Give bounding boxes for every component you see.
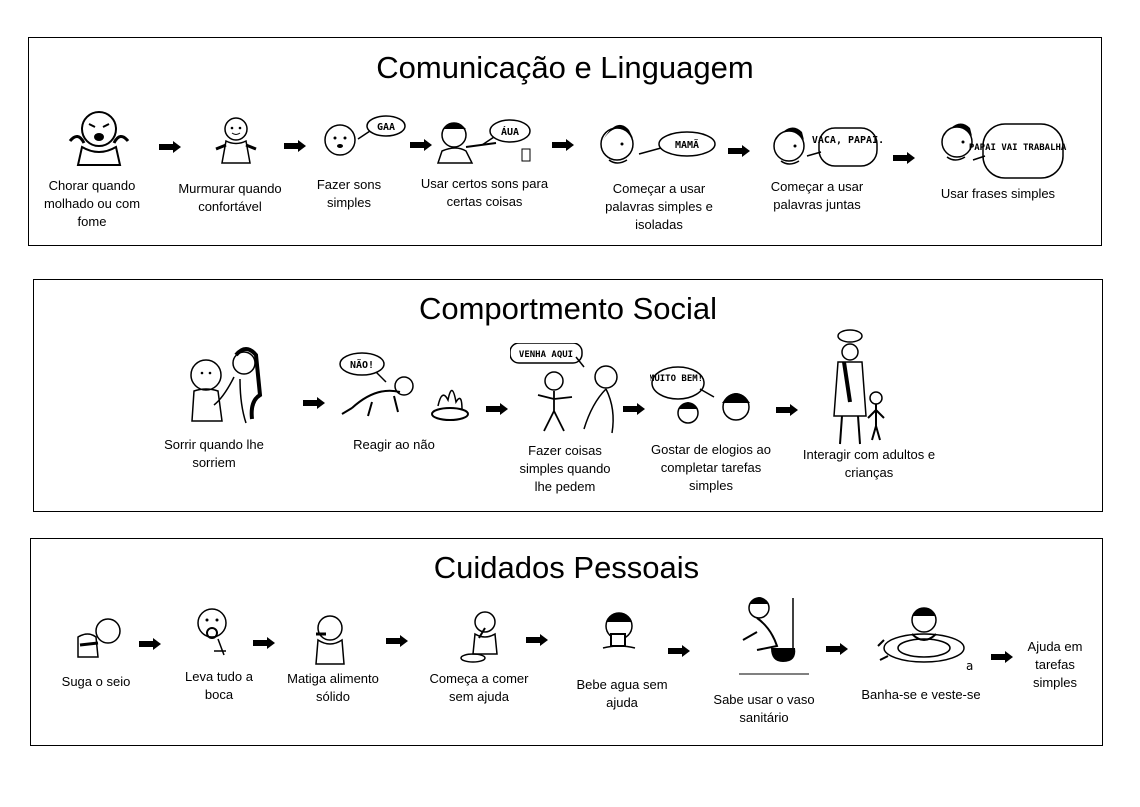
next-step-arrow [486,403,508,415]
speech-bubble-text: VENHA AQUI [519,350,573,360]
self-feeding-icon [460,611,498,663]
next-step-arrow [826,643,848,655]
speech-bubble-text: MUITO BEM! [650,374,703,384]
step-label: Sorrir quando lhe sorriem [164,437,264,470]
step-label: Começar a usar palavras simples e isolad… [605,181,713,232]
section-title: Cuidados Pessoais [433,550,700,585]
next-step-arrow [284,140,306,152]
step-label: Chorar quando molhado ou com fome [43,178,141,229]
step-label: Fazer coisas simples quando lhe pedem [519,443,611,494]
step-label: Fazer sons simples [316,177,382,210]
next-step-arrow [303,397,325,409]
child-asking-water-icon: ÁUA [436,119,531,164]
section-personal-care: Cuidados Pessoais [30,538,1103,746]
step-label: Começar a usar palavras juntas [770,179,864,212]
step-label: Murmurar quando confortável [178,181,282,214]
praised-child-icon: MUITO BEM! [650,366,750,424]
child-sentence-icon: PAPAI VAI TRABALHAR. [941,123,1067,179]
potty-icon [739,597,809,675]
bathing-child-icon: a [877,607,973,673]
adult-and-child-icon [833,329,885,445]
step-label: Bebe agua sem ajuda [576,677,668,710]
contented-baby-icon [215,117,257,164]
step-label: Leva tudo a boca [185,669,253,702]
speech-bubble-text: NÃO! [350,358,374,371]
section-social: Comportmento Social [33,279,1103,512]
mother-and-baby-icon [190,347,263,424]
next-step-arrow [410,139,432,151]
chewing-child-icon [315,615,345,665]
next-step-arrow [668,645,690,657]
speech-bubble-text: MAMÃ [675,138,699,151]
speech-bubble-text: PAPAI VAI TRABALHAR. [969,143,1067,153]
step-label: Reagir ao não [353,437,435,452]
next-step-arrow [728,145,750,157]
next-step-arrow [139,638,161,650]
section-title: Comunicação e Linguagem [376,50,754,85]
next-step-arrow [159,141,181,153]
step-label: Usar frases simples [940,186,1056,201]
babbling-baby-icon: GAA [324,115,406,156]
crawling-baby-fire-icon: NÃO! [339,352,469,421]
step-label: Começa a comer sem ajuda [429,671,529,704]
next-step-arrow [893,152,915,164]
step-label: Sabe usar o vaso sanitário [713,692,815,725]
step-label: Interagir com adultos e crianças [802,447,936,480]
step-label: Ajuda em tarefas simples [1027,639,1083,690]
speech-bubble-text: VACA, PAPAI. [812,135,882,146]
section-communication: Comunicação e Linguagem [28,37,1102,246]
section-title: Comportmento Social [418,291,718,326]
child-word-pair-icon: VACA, PAPAI. [773,127,882,167]
next-step-arrow [526,634,548,646]
next-step-arrow [386,635,408,647]
step-label: Usar certos sons para certas coisas [420,176,549,209]
next-step-arrow [253,637,275,649]
speech-bubble-text: GAA [377,122,395,133]
next-step-arrow [623,403,645,415]
child-called-by-parent-icon: VENHA AQUI [510,343,618,434]
step-label: Matiga alimento sólido [287,671,379,704]
svg-text:a: a [966,659,973,673]
child-saying-mama-icon: MAMÃ [600,124,716,164]
mouthing-toy-icon [197,608,227,656]
drinking-cup-icon [602,612,636,649]
next-step-arrow [552,139,574,151]
step-label: Banha-se e veste-se [861,687,981,702]
next-step-arrow [776,404,798,416]
speech-bubble-text: ÁUA [501,125,519,138]
step-label: Gostar de elogios ao completar tarefas s… [651,442,771,493]
breastfeeding-icon [77,618,121,658]
step-label: Suga o seio [61,674,131,689]
next-step-arrow [991,651,1013,663]
crying-baby-icon [68,111,130,166]
